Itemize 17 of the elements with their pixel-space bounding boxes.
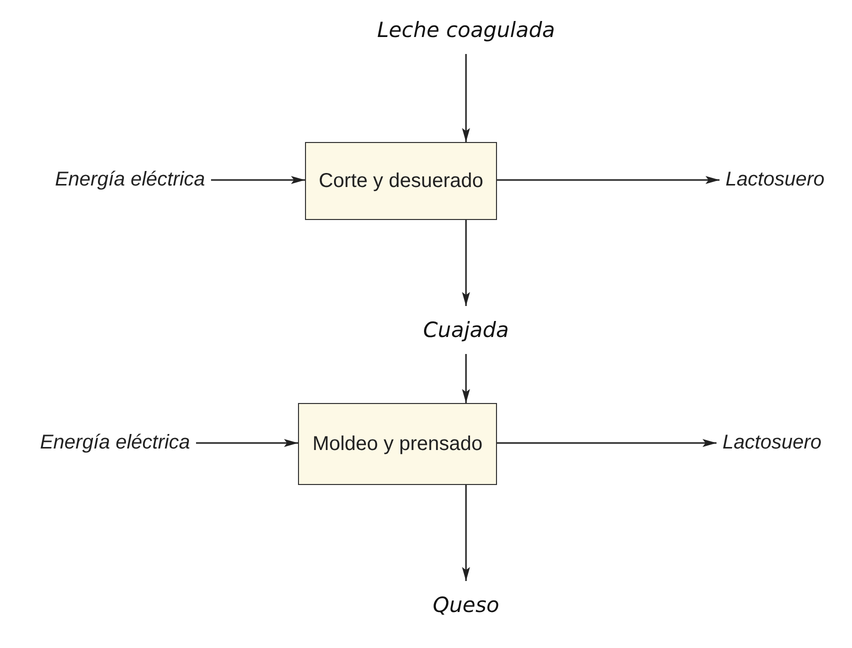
stream-label: Queso (432, 593, 500, 617)
process-box: Moldeo y prensado (298, 403, 497, 485)
input-label: Lactosuero (726, 168, 824, 192)
arrow (497, 176, 720, 184)
input-label: Energía eléctrica (54, 168, 206, 192)
input-label: Energía eléctrica (40, 432, 190, 454)
arrow (462, 354, 470, 403)
stream-label: Cuajada (423, 318, 509, 342)
arrow (462, 485, 470, 581)
arrow (211, 176, 305, 184)
arrow (497, 439, 717, 447)
process-box: Corte y desuerado (305, 142, 497, 220)
input-label: Lactosuero (722, 432, 822, 454)
stream-label: Leche coagulada (377, 18, 555, 42)
arrow (196, 439, 298, 447)
arrow (462, 220, 470, 306)
arrow (462, 54, 470, 142)
